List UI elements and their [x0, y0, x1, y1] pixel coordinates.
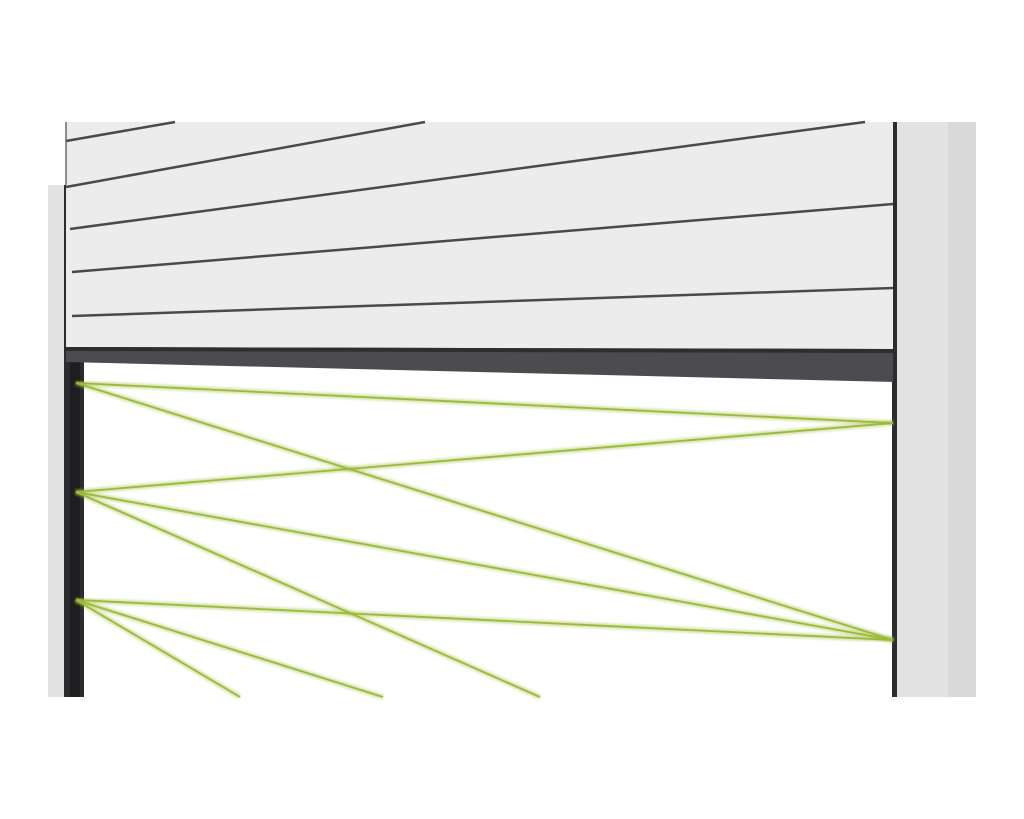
light-beam	[75, 382, 894, 641]
right-frame-shade	[948, 122, 976, 697]
slat-groove	[65, 120, 426, 189]
slat-groove	[71, 286, 894, 318]
light-beam	[75, 599, 384, 698]
light-beam	[75, 422, 894, 493]
light-curtain-beams	[74, 380, 894, 700]
bottom-bar	[66, 347, 893, 382]
right-guide-rail	[892, 122, 897, 697]
light-beam	[75, 599, 894, 641]
slat-groove	[65, 120, 176, 143]
slat-grooves	[65, 120, 894, 318]
slat-groove	[69, 120, 866, 231]
left-guide-rail-inner	[70, 350, 80, 697]
light-beam	[75, 599, 241, 698]
light-beam	[75, 382, 894, 424]
light-beam	[75, 491, 894, 641]
left-frame	[48, 185, 66, 697]
bottom-bar-highlight	[66, 347, 893, 353]
light-beam	[75, 491, 541, 698]
slat-groove	[71, 202, 894, 274]
